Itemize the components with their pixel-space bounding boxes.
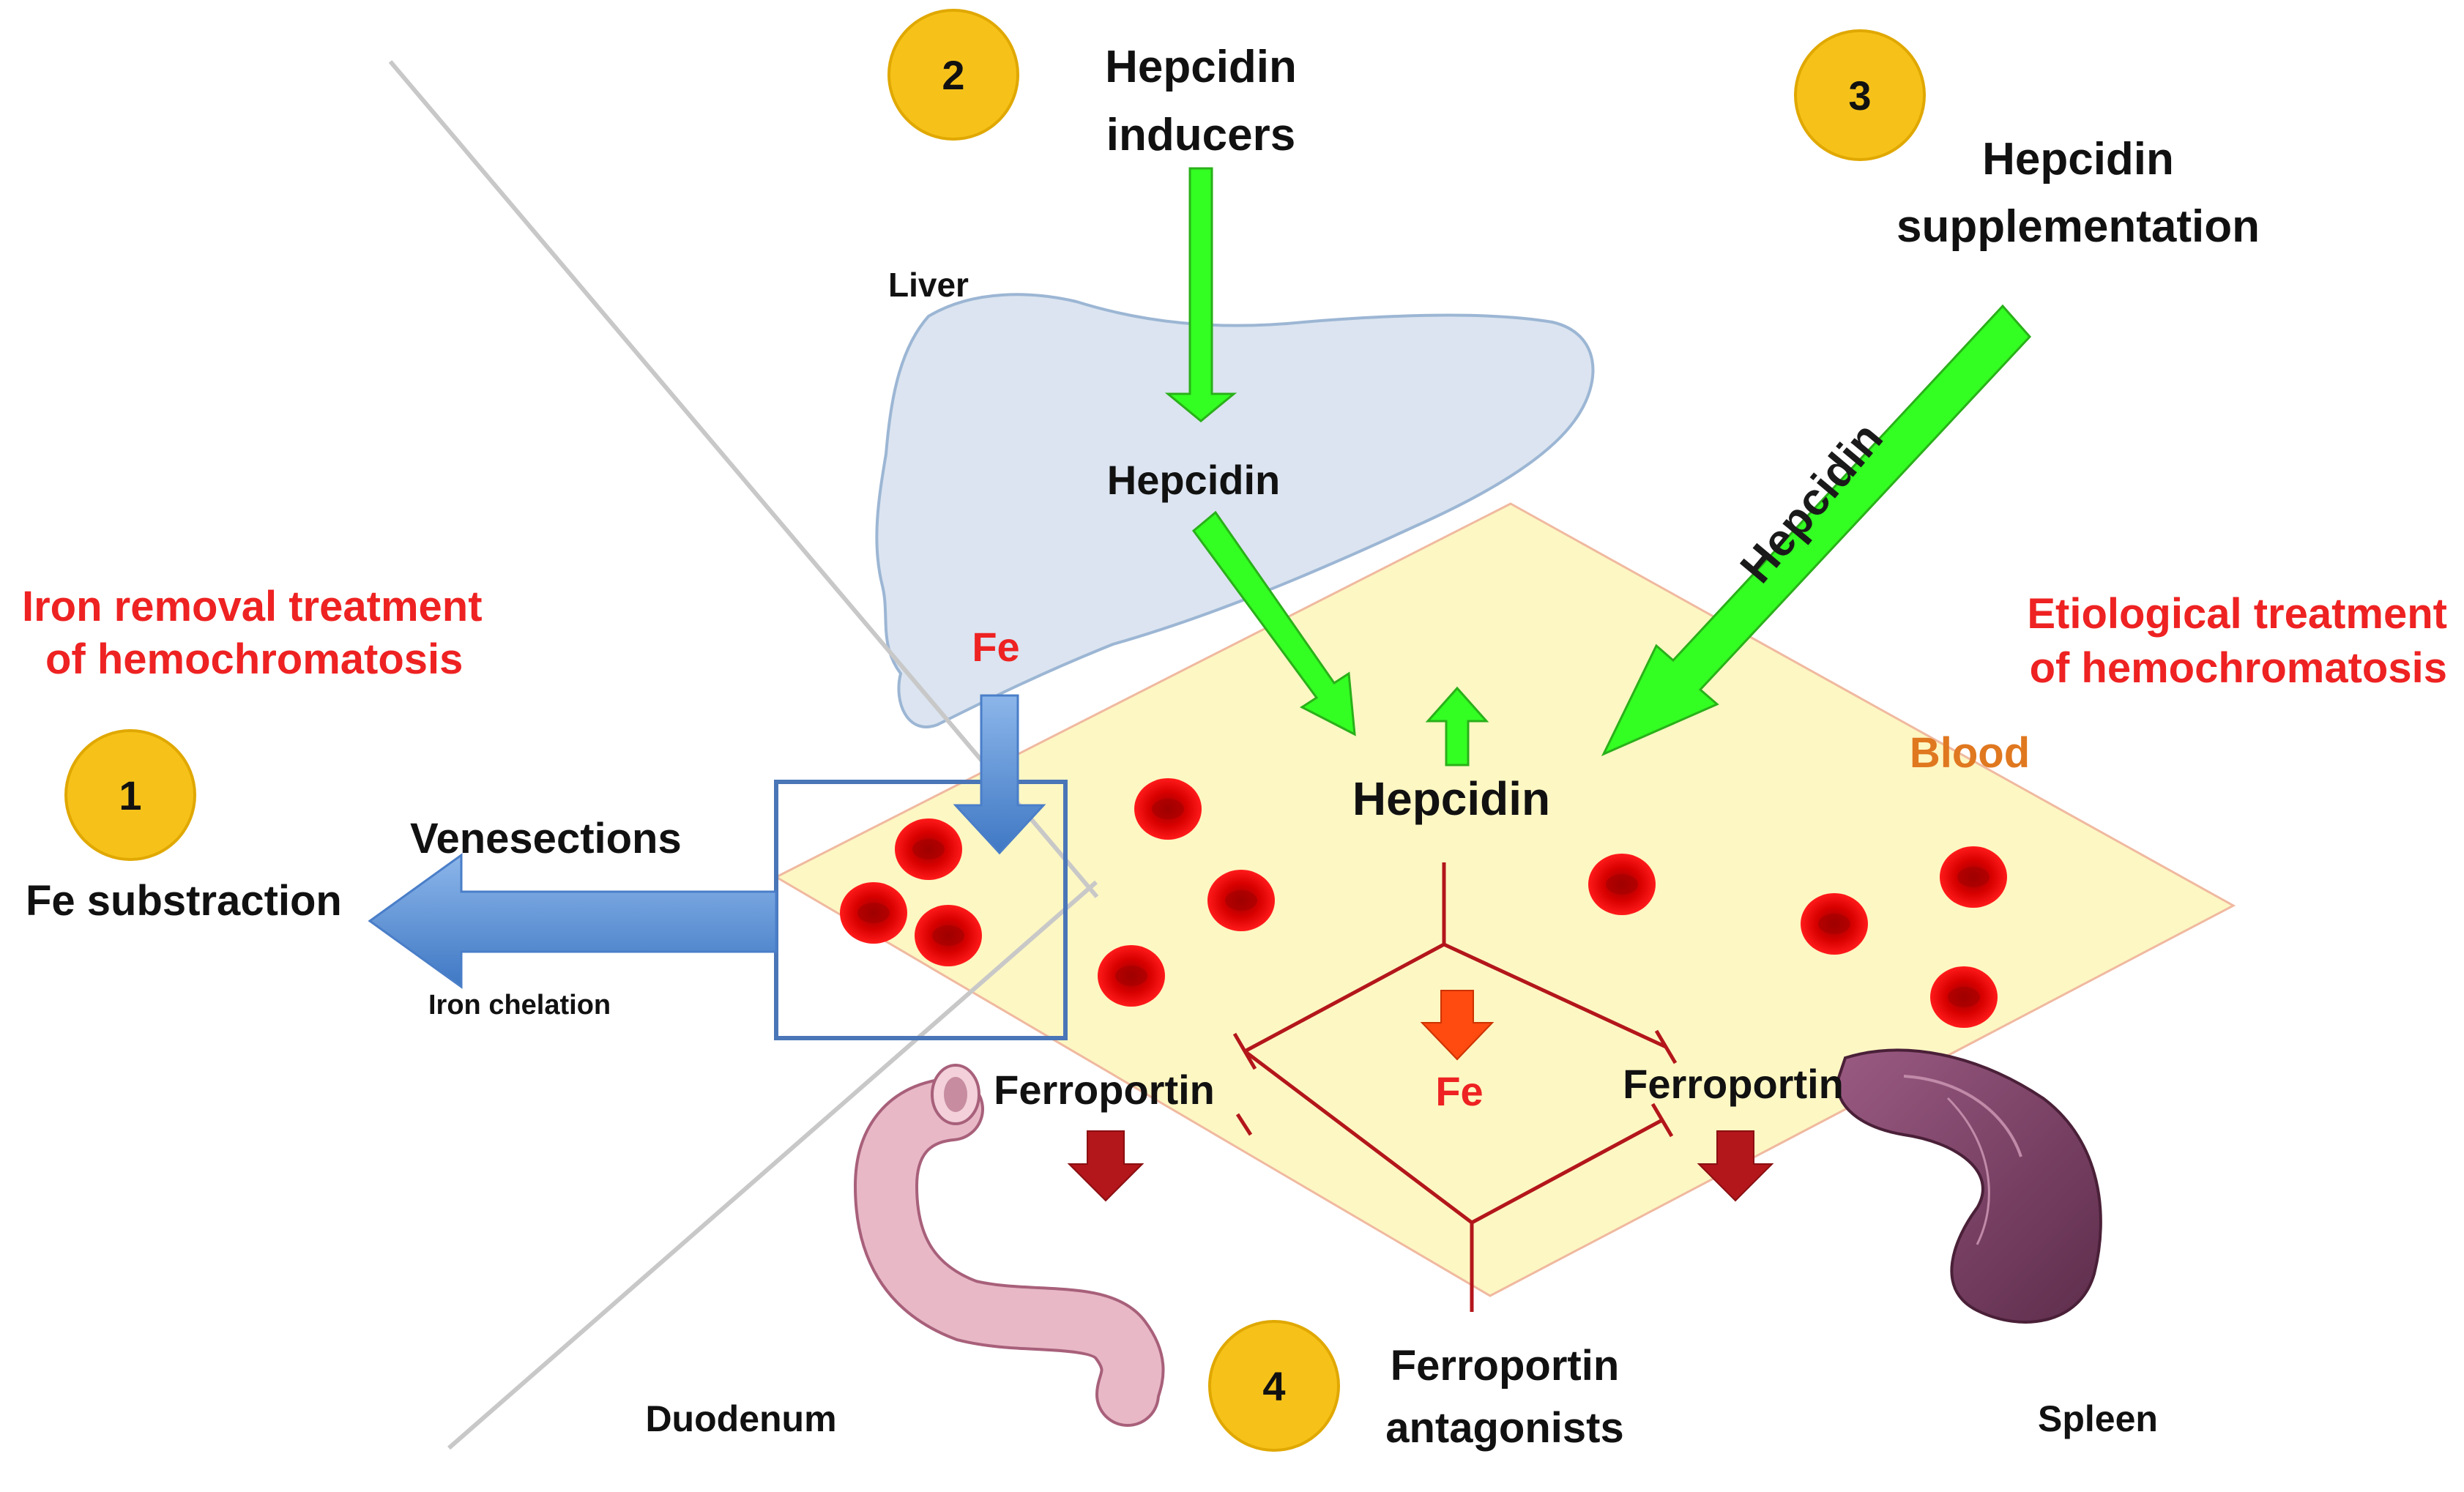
red-blood-cell [1207,870,1275,931]
ferroportin-right-label: Ferroportin [1623,1061,1844,1107]
blood-hepcidin-label: Hepcidin [1352,772,1550,825]
spleen-shape [1836,1048,2102,1324]
red-blood-cell [1940,846,2007,908]
blood-plane [773,502,2236,1297]
etiological-title-1: Etiological treatment [2027,590,2447,638]
inhibition-network [1232,862,1678,1312]
etiological-title-2: of hemochromatosis [2030,644,2447,692]
duodenum-label: Duodenum [645,1398,836,1439]
venesection-arrow [368,853,778,989]
liver-label: Liver [888,266,969,304]
red-blood-cell [915,905,982,966]
inducers-line-2: inducers [1106,110,1295,160]
red-blood-cell [1588,854,1656,915]
badge-4: 4 [1208,1320,1340,1452]
red-blood-cell [1930,966,1998,1028]
hepcidin-increase-arrow [1425,686,1489,766]
red-blood-cell [1134,778,1202,840]
badge-2-label: 2 [942,52,964,98]
liver-hepcidin-label: Hepcidin [1107,457,1280,503]
badge-1: 1 [64,729,196,861]
fe-decrease-arrow [1420,990,1495,1061]
venesections-label: Venesections [410,815,682,862]
red-blood-cells [840,778,2007,1028]
badge-4-label: 4 [1262,1363,1285,1409]
duodenum-shape [853,1064,1165,1427]
fe-substraction-label: Fe substraction [26,877,342,925]
badge-1-label: 1 [119,772,141,818]
badge-3: 3 [1794,29,1926,161]
antagonists-line-2: antagonists [1385,1404,1624,1452]
badge-2: 2 [887,9,1019,141]
supplementation-line-1: Hepcidin [1982,134,2174,184]
duodenum-export-arrow [1067,1130,1144,1202]
liver-shape [875,293,1595,728]
red-blood-cell [895,818,962,880]
spleen-label: Spleen [2038,1398,2158,1439]
supplementation-line-2: supplementation [1897,201,2260,252]
liver-fe-label: Fe [972,624,1019,670]
red-blood-cell [1098,945,1165,1007]
blood-label: Blood [1910,729,2030,777]
divider-line-2 [447,880,1098,1450]
inducers-arrow [1164,167,1237,422]
liver-to-blood-arrow [1191,510,1356,736]
divider-line-1 [388,60,1099,898]
supplementation-arrow [1601,304,2032,757]
spleen-export-arrow [1697,1130,1774,1202]
iron-removal-title-1: Iron removal treatment [22,583,483,630]
iron-chelation-label: Iron chelation [428,990,611,1021]
iron-removal-title-2: of hemochromatosis [45,635,463,683]
antagonists-line-1: Ferroportin [1391,1342,1620,1390]
fe-release-arrow [953,694,1046,855]
center-fe-label: Fe [1435,1068,1483,1114]
inducers-line-1: Hepcidin [1105,42,1297,92]
red-blood-cell [840,882,907,944]
ferroportin-left-label: Ferroportin [994,1067,1215,1113]
badge-3-label: 3 [1848,72,1871,119]
red-blood-cell [1801,893,1868,955]
